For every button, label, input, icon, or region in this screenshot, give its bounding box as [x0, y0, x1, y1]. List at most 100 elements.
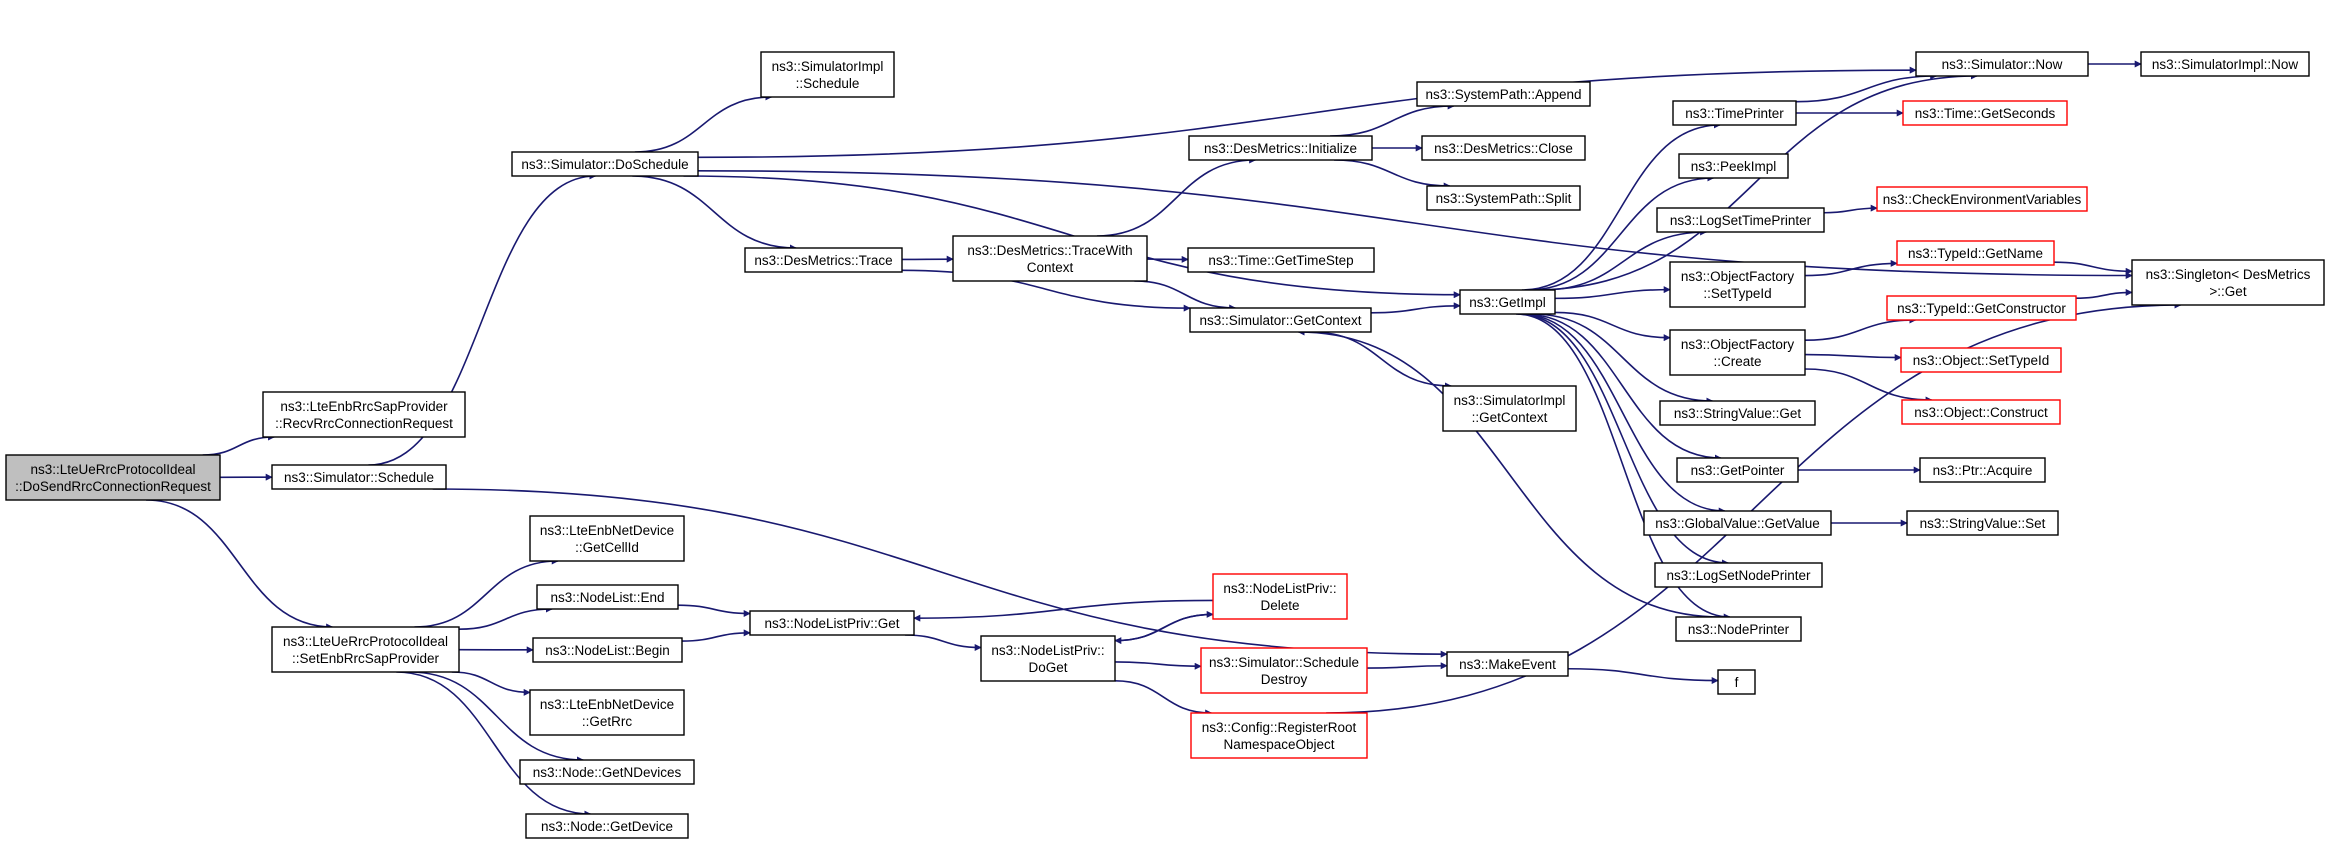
node-box — [1188, 135, 1373, 161]
node-implnow[interactable]: ns3::SimulatorImpl::Now — [2140, 51, 2310, 77]
node-nlbegin[interactable]: ns3::NodeList::Begin — [532, 637, 683, 663]
edge-line — [1804, 316, 1917, 341]
edge-line — [1517, 313, 1730, 567]
edge-getctor-to-singleton — [2075, 288, 2133, 300]
node-label: ns3::SimulatorImpl — [1454, 393, 1566, 408]
node-label: ::SetEnbRrcSapProvider — [292, 651, 440, 666]
node-label: ns3::TimePrinter — [1685, 106, 1784, 121]
node-timestep[interactable]: ns3::Time::GetTimeStep — [1187, 247, 1375, 273]
node-append[interactable]: ns3::SystemPath::Append — [1416, 81, 1591, 107]
node-f[interactable]: f — [1717, 669, 1756, 695]
node-label: ns3::DesMetrics::Initialize — [1204, 141, 1357, 156]
node-logsetnode[interactable]: ns3::LogSetNodePrinter — [1654, 562, 1823, 588]
node-label: ::GetContext — [1472, 410, 1548, 425]
node-label: ns3::LteUeRrcProtocolIdeal — [283, 634, 448, 649]
edge-ofcreate-to-getctor — [1804, 316, 1917, 341]
node-label: ns3::StringValue::Get — [1674, 406, 1802, 421]
node-sched[interactable]: ns3::Simulator::Schedule — [271, 464, 447, 490]
node-root[interactable]: ns3::LteUeRrcProtocolIdeal::DoSendRrcCon… — [5, 454, 221, 501]
node-box — [1442, 385, 1577, 432]
node-split[interactable]: ns3::SystemPath::Split — [1426, 185, 1581, 211]
edge-line — [451, 671, 531, 696]
node-getrrc[interactable]: ns3::LteEnbNetDevice::GetRrc — [529, 689, 685, 736]
node-label: ns3::LogSetTimePrinter — [1670, 213, 1812, 228]
node-label: Context — [1027, 260, 1074, 275]
node-simimplsched[interactable]: ns3::SimulatorImpl::Schedule — [760, 51, 895, 98]
edge-init-to-append — [1330, 102, 1455, 137]
node-getndev[interactable]: ns3::Node::GetNDevices — [519, 759, 695, 785]
node-box — [1654, 562, 1823, 588]
edge-line — [1532, 313, 1714, 405]
node-getdev[interactable]: ns3::Node::GetDevice — [525, 813, 689, 839]
node-label: ns3::Time::GetSeconds — [1915, 106, 2056, 121]
node-recv[interactable]: ns3::LteEnbRrcSapProvider::RecvRrcConnec… — [262, 391, 466, 438]
node-objconstruct[interactable]: ns3::Object::Construct — [1901, 399, 2061, 425]
node-getcellid[interactable]: ns3::LteEnbNetDevice::GetCellId — [529, 515, 685, 562]
node-strget[interactable]: ns3::StringValue::Get — [1659, 400, 1816, 426]
edge-line — [1366, 662, 1448, 670]
node-getcontext[interactable]: ns3::Simulator::GetContext — [1189, 307, 1372, 333]
node-simimplctx[interactable]: ns3::SimulatorImpl::GetContext — [1442, 385, 1577, 432]
node-objsettypeid[interactable]: ns3::Object::SetTypeId — [1900, 347, 2062, 373]
node-box — [1416, 81, 1591, 107]
edge-getimpl-to-nodeprinter — [1515, 313, 1731, 621]
node-close[interactable]: ns3::DesMetrics::Close — [1421, 135, 1586, 161]
node-getimpl[interactable]: ns3::GetImpl — [1459, 289, 1556, 315]
node-nlend[interactable]: ns3::NodeList::End — [536, 584, 679, 610]
edge-line — [1334, 159, 1451, 190]
node-ofcreate[interactable]: ns3::ObjectFactory::Create — [1669, 329, 1806, 376]
node-getpointer[interactable]: ns3::GetPointer — [1676, 457, 1799, 483]
node-timeprinter[interactable]: ns3::TimePrinter — [1672, 100, 1797, 126]
edge-line — [1311, 331, 1452, 390]
node-nlpdelete[interactable]: ns3::NodeListPriv::Delete — [1212, 573, 1348, 620]
node-box — [1187, 247, 1375, 273]
node-checkenv[interactable]: ns3::CheckEnvironmentVariables — [1876, 186, 2088, 212]
node-label: ns3::Object::Construct — [1914, 405, 2048, 420]
node-getname[interactable]: ns3::TypeId::GetName — [1896, 240, 2055, 266]
edge-line — [1523, 313, 1722, 462]
node-acquire[interactable]: ns3::Ptr::Acquire — [1919, 457, 2046, 483]
node-init[interactable]: ns3::DesMetrics::Initialize — [1188, 135, 1373, 161]
edge-setenb-to-getndev — [409, 671, 585, 764]
node-strset[interactable]: ns3::StringValue::Set — [1906, 510, 2059, 536]
node-ofsettypeid[interactable]: ns3::ObjectFactory::SetTypeId — [1669, 261, 1806, 308]
node-setenb[interactable]: ns3::LteUeRrcProtocolIdeal::SetEnbRrcSap… — [271, 626, 460, 673]
node-box — [1656, 207, 1825, 233]
edge-dosched-to-trace — [632, 175, 797, 252]
node-box — [529, 689, 685, 736]
node-nlpget[interactable]: ns3::NodeListPriv::Get — [749, 610, 915, 636]
edge-line — [414, 557, 559, 628]
node-singleton[interactable]: ns3::Singleton< DesMetrics >::Get — [2131, 259, 2325, 306]
node-box — [1669, 261, 1806, 308]
node-gvgetvalue[interactable]: ns3::GlobalValue::GetValue — [1643, 510, 1832, 536]
edge-line — [2053, 261, 2133, 275]
edge-logsettime-to-checkenv — [1823, 204, 1878, 214]
node-makeevent[interactable]: ns3::MakeEvent — [1446, 651, 1569, 677]
node-getctor[interactable]: ns3::TypeId::GetConstructor — [1886, 295, 2077, 321]
node-nodeprinter[interactable]: ns3::NodePrinter — [1675, 616, 1802, 642]
edge-line — [368, 172, 597, 466]
node-label: ::Create — [1713, 354, 1761, 369]
node-label: DoGet — [1028, 660, 1067, 675]
node-box — [525, 813, 689, 839]
node-now[interactable]: ns3::Simulator::Now — [1915, 51, 2089, 77]
edge-line — [901, 269, 1191, 312]
node-label: NamespaceObject — [1223, 737, 1334, 752]
node-trace[interactable]: ns3::DesMetrics::Trace — [744, 247, 903, 273]
node-dosched[interactable]: ns3::Simulator::DoSchedule — [511, 151, 699, 177]
node-label: ns3::Simulator::Schedule — [1209, 655, 1359, 670]
node-label: ns3::SystemPath::Split — [1436, 191, 1572, 206]
edge-ofcreate-to-objconstruct — [1804, 368, 1933, 404]
node-getseconds[interactable]: ns3::Time::GetSeconds — [1902, 100, 2068, 126]
edge-tracewith-to-getcontext — [1134, 280, 1237, 312]
node-nlpdoget[interactable]: ns3::NodeListPriv::DoGet — [980, 635, 1116, 682]
node-label: ns3::Simulator::Now — [1942, 57, 2063, 72]
edge-line — [396, 671, 592, 818]
edge-nlbegin-to-nlpget — [681, 629, 751, 642]
edge-sched-to-dosched — [368, 172, 597, 466]
node-peekimpl[interactable]: ns3::PeekImpl — [1678, 153, 1789, 179]
node-logsettime[interactable]: ns3::LogSetTimePrinter — [1656, 207, 1825, 233]
